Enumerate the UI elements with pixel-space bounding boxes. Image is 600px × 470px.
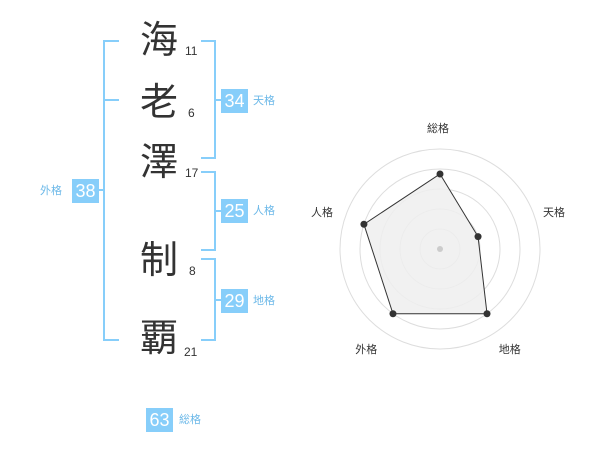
name-char-4: 制	[140, 238, 179, 282]
radar-ring-5	[339, 148, 541, 350]
radar-axis-label-5: 人格	[310, 206, 333, 220]
radar-point-1	[436, 170, 444, 178]
name-char-2: 老	[140, 80, 179, 124]
radar-center-dot	[437, 246, 443, 252]
radar-point-3	[483, 310, 491, 318]
gaikaku-value: 38	[72, 179, 99, 203]
radar-axis-label-3: 地格	[498, 342, 521, 356]
chikaku-label: 地格	[253, 294, 275, 307]
stroke-count-2: 6	[188, 106, 195, 120]
stroke-count-5: 21	[184, 345, 198, 359]
tenkaku-label: 天格	[253, 94, 275, 107]
radar-point-5	[360, 220, 368, 228]
radar-axis-label-4: 外格	[355, 342, 378, 356]
soukaku-value: 63	[146, 408, 173, 432]
radar-points	[360, 170, 491, 318]
soukaku-label: 総格	[179, 413, 201, 426]
chikaku-value: 29	[221, 289, 248, 313]
name-char-1: 海	[140, 18, 179, 62]
radar-axis-label-2: 天格	[543, 206, 566, 220]
radar-axis-label-1: 総格	[427, 122, 449, 135]
gaikaku-label: 外格	[40, 184, 62, 197]
radar-point-4	[389, 310, 397, 318]
radar-polygon	[363, 173, 488, 315]
name-char-5: 覇	[140, 316, 179, 360]
radar-ring-4	[359, 168, 521, 330]
stroke-count-3: 17	[185, 166, 199, 180]
tenkaku-value: 34	[221, 89, 248, 113]
name-char-3: 澤	[140, 140, 179, 184]
stroke-count-4: 8	[189, 264, 196, 278]
jinkaku-value: 25	[221, 199, 248, 223]
stroke-count-1: 11	[185, 44, 198, 58]
radar-point-2	[474, 233, 482, 241]
jinkaku-label: 人格	[253, 204, 275, 217]
